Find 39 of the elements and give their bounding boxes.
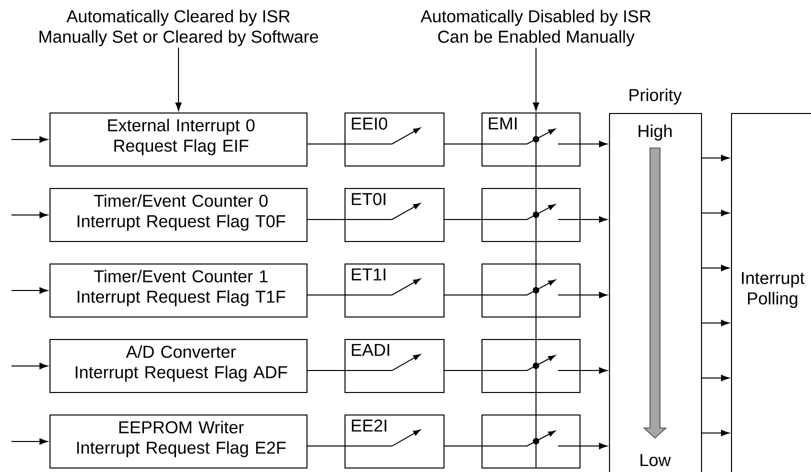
master-switch-box <box>482 339 580 393</box>
master-switch-box <box>482 414 580 468</box>
arrow <box>11 136 48 143</box>
arrow <box>580 216 608 223</box>
level-label: Low <box>640 454 671 466</box>
note-text: Automatically Disabled by ISR Can be Enabled Manually <box>420 10 651 46</box>
enable-switch-box: EEI0 <box>344 112 444 166</box>
polling-text: Interrupt Polling <box>742 272 804 308</box>
enable-switch-box: ET0I <box>344 188 444 242</box>
arrow <box>175 47 182 111</box>
flag-box: Timer/Event Counter 1 Interrupt Request Flag T1F <box>50 264 308 318</box>
master-switch-box <box>482 264 580 318</box>
enable-switch-box: EE2I <box>344 414 444 468</box>
arrow <box>580 367 608 374</box>
arrow <box>702 264 730 272</box>
enable-switch-box: ET1I <box>344 264 444 318</box>
flag-box: EEPROM Writer Interrupt Request Flag E2F <box>50 414 308 468</box>
level-label: High <box>638 124 672 141</box>
arrow <box>11 287 48 294</box>
arrow <box>580 292 608 298</box>
flag-box: A/D Converter Interrupt Request Flag ADF <box>50 339 308 393</box>
note-text: Automatically Cleared by ISR Manually Set or Cleared by Software <box>40 10 318 46</box>
priority-heading: Priority <box>630 88 682 105</box>
arrow <box>702 320 730 326</box>
flag-box: External Interrupt 0 Request Flag EIF <box>50 112 308 166</box>
arrow <box>702 430 730 436</box>
arrow <box>11 212 48 218</box>
arrow <box>532 47 540 111</box>
flag-box: Timer/Event Counter 0 Interrupt Request Flag T0F <box>50 188 308 242</box>
arrow <box>11 438 48 445</box>
arrow <box>702 210 730 216</box>
master-switch-box <box>482 188 580 242</box>
arrow <box>702 154 730 162</box>
arrow <box>702 374 730 382</box>
arrow <box>11 362 48 370</box>
arrow <box>580 442 608 450</box>
arrow <box>580 140 608 148</box>
master-switch-box: EMI <box>482 112 580 166</box>
enable-switch-box: EADI <box>344 339 444 393</box>
